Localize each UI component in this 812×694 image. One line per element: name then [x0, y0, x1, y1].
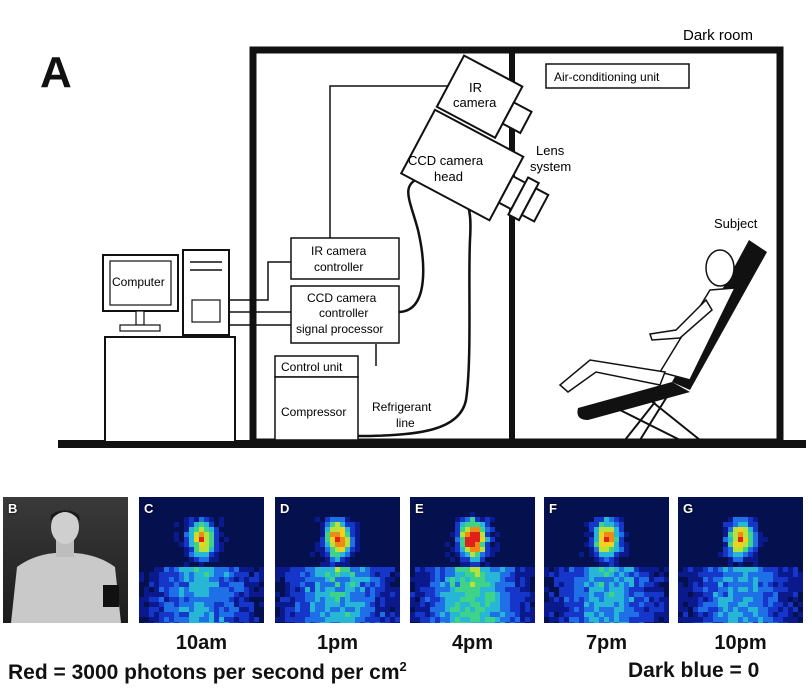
lens-system-label-1: Lens [536, 143, 565, 158]
panel-e-image: E [410, 497, 535, 623]
compressor-label: Compressor [281, 405, 346, 419]
ccd-controller-box [290, 285, 400, 344]
ir-camera [435, 54, 533, 140]
time-label-c: 10am [175, 632, 228, 654]
dark-room-wall [249, 46, 784, 446]
legend-red-text: Red = 3000 photons per second per cm [8, 661, 400, 684]
refrigerant-label-1: Refrigerant [372, 400, 432, 414]
panel-f-image: F [544, 497, 669, 623]
ccd-controller-label-2: controller [319, 306, 368, 320]
ccd-camera-head [399, 108, 550, 223]
panel-g-letter: G [683, 501, 694, 516]
ir-controller-label-1: IR camera [311, 244, 367, 258]
legend-blue: Dark blue = 0 [628, 659, 760, 682]
ir-controller-box [290, 237, 400, 280]
air-conditioning-box [545, 63, 690, 89]
time-label-f: 7pm [585, 632, 628, 654]
ccd-head-label-1: CCD camera [408, 153, 484, 168]
computer-label: Computer [112, 275, 165, 289]
ccd-head-label-2: head [434, 169, 463, 184]
subject-label: Subject [714, 216, 758, 231]
panel-b-photo: B [3, 497, 128, 623]
cable-ccd-head [397, 176, 425, 314]
control-unit-label: Control unit [281, 360, 343, 374]
panel-b-letter: B [8, 501, 18, 516]
ccd-controller-label-3: signal processor [296, 322, 383, 336]
ir-controller-label-2: controller [314, 260, 363, 274]
time-label-g: 10pm [714, 632, 767, 654]
legend-red-sup: 2 [399, 659, 407, 674]
panel-e-letter: E [415, 501, 424, 516]
panel-f-letter: F [549, 501, 557, 516]
heatmap-g [678, 497, 803, 623]
panel-a-letter: A [40, 48, 72, 97]
panel-c-image: C [139, 497, 264, 623]
panel-c-letter: C [144, 501, 154, 516]
cable-ir-camera [329, 85, 450, 238]
time-label-d: 1pm [316, 632, 359, 654]
subject-figure [558, 249, 737, 393]
panel-d-image: D [275, 497, 400, 623]
reclining-chair [577, 240, 767, 441]
ccd-controller-label-1: CCD camera [307, 291, 377, 305]
subject-photo-image [3, 497, 128, 623]
dark-room-label: Dark room [683, 27, 753, 44]
panel-g-image: G [678, 497, 803, 623]
cable-ir [229, 261, 291, 301]
air-conditioning-label: Air-conditioning unit [554, 70, 660, 84]
heatmap-e [410, 497, 535, 623]
heatmap-d [275, 497, 400, 623]
computer [102, 249, 236, 443]
heatmap-c [139, 497, 264, 623]
lens-system-label-2: system [530, 159, 571, 174]
refrigerant-line-path [357, 194, 472, 438]
panel-d-letter: D [280, 501, 290, 516]
compressor-box [274, 376, 359, 441]
heatmap-f [544, 497, 669, 623]
refrigerant-label-2: line [396, 416, 415, 430]
legend-red: Red = 3000 photons per second per cm2 [8, 659, 407, 685]
ir-camera-label-2: camera [453, 95, 497, 110]
time-label-e: 4pm [451, 632, 494, 654]
ir-camera-label-1: IR [469, 80, 482, 95]
